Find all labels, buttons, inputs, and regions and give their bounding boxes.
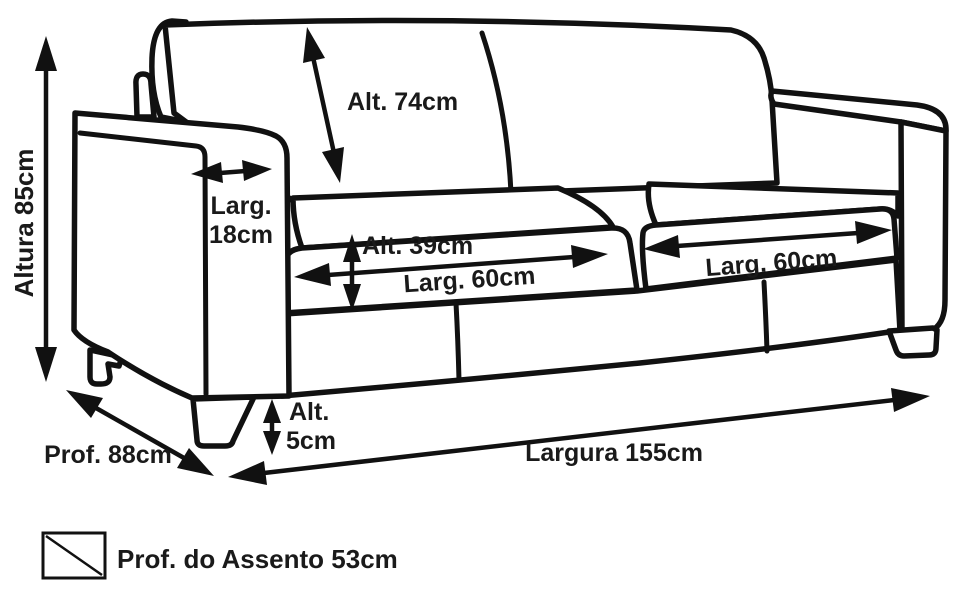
arrowhead-down-icon bbox=[343, 284, 361, 311]
sofa-backrest bbox=[162, 17, 780, 204]
sofa-backrest-seam bbox=[479, 30, 514, 196]
arrowhead-up-icon bbox=[263, 399, 281, 423]
dim-total-width-line bbox=[263, 397, 895, 476]
sofa-front-left-foot bbox=[190, 394, 257, 449]
dim-cushion-height-label: Alt. 39cm bbox=[362, 232, 473, 260]
sofa-left-armrest bbox=[71, 110, 292, 401]
arrowhead-down-icon bbox=[263, 431, 281, 455]
dim-depth-line bbox=[94, 406, 186, 460]
arrowhead-right-icon bbox=[242, 160, 272, 181]
arrowhead-up-icon bbox=[35, 36, 57, 71]
arrowhead-down-icon bbox=[35, 347, 57, 382]
arrowhead-left-icon bbox=[294, 263, 331, 286]
legend-diagonal-icon bbox=[45, 534, 103, 577]
arrowhead-left-icon bbox=[643, 235, 680, 258]
sofa-left-armrest-inner-edge bbox=[77, 130, 209, 397]
arrowhead-left-icon bbox=[191, 162, 223, 183]
sofa-outline bbox=[71, 17, 949, 449]
sofa-right-foot bbox=[886, 325, 940, 359]
dim-arm-width-label-line1: Larg. bbox=[210, 192, 271, 220]
dim-back-height-line bbox=[310, 56, 337, 154]
dim-cushion-width-left-line bbox=[327, 254, 575, 278]
arrowhead-right-icon bbox=[571, 245, 608, 268]
dim-foot-height: Alt. 5cm bbox=[263, 398, 336, 455]
arrowhead-down-icon bbox=[322, 147, 344, 183]
dim-depth: Prof. 88cm bbox=[44, 390, 214, 476]
dim-back-height-label: Alt. 74cm bbox=[347, 88, 458, 116]
arrowhead-up-icon bbox=[343, 234, 361, 262]
arrowhead-right-icon bbox=[891, 388, 930, 412]
arrowhead-left-icon bbox=[228, 461, 267, 485]
dim-total-width-label: Largura 155cm bbox=[525, 439, 703, 467]
sofa-base-skirt bbox=[279, 257, 903, 399]
sofa-right-side-panel bbox=[898, 119, 949, 336]
arrowhead-up-icon bbox=[303, 27, 325, 63]
dim-arm-width: Larg. 18cm bbox=[191, 160, 273, 249]
dim-depth-label: Prof. 88cm bbox=[44, 441, 172, 469]
dim-total-width: Largura 155cm bbox=[228, 388, 930, 485]
dim-back-height: Alt. 74cm bbox=[303, 27, 458, 183]
arrowhead-up-left-icon bbox=[66, 390, 103, 418]
arrowhead-down-right-icon bbox=[177, 448, 214, 476]
dim-arm-width-label-line2: 18cm bbox=[209, 221, 273, 249]
sofa-base-seam-left bbox=[453, 300, 462, 383]
sofa-base-seam-right bbox=[761, 279, 770, 354]
arrowhead-right-icon bbox=[855, 221, 892, 244]
dim-cushion-width-right-line bbox=[676, 230, 859, 249]
dim-total-height-label: Altura 85cm bbox=[9, 149, 39, 298]
legend-seat-depth-label: Prof. do Assento 53cm bbox=[117, 544, 398, 574]
dim-foot-height-label-line1: Alt. bbox=[289, 398, 329, 426]
dim-foot-height-label-line2: 5cm bbox=[286, 427, 336, 455]
dim-total-height: Altura 85cm bbox=[9, 36, 57, 382]
sofa-right-cushion-front bbox=[639, 206, 900, 292]
legend-seat-depth: Prof. do Assento 53cm bbox=[41, 531, 398, 580]
